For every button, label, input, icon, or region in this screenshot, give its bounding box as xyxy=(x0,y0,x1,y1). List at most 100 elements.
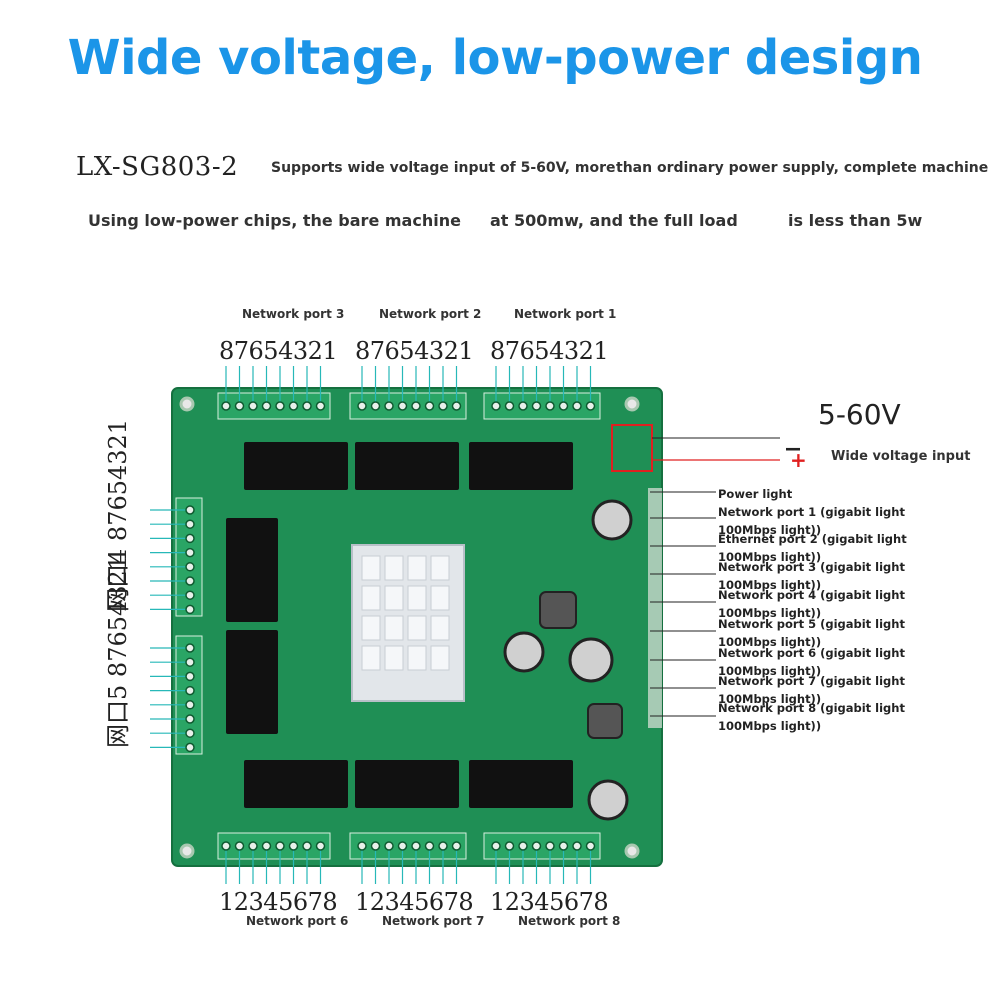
port-2-label: Network port 2 xyxy=(379,307,482,321)
pin-pad xyxy=(384,401,394,411)
pin-pad xyxy=(397,841,408,851)
description-line-2a: Using low-power chips, the bare machine xyxy=(88,211,461,230)
port-7-pins: 12345678 xyxy=(355,888,474,916)
pin-pad xyxy=(491,841,501,851)
pin-pad xyxy=(275,401,285,411)
pin-pad xyxy=(424,841,435,851)
pin-pad xyxy=(221,401,231,411)
pin-pad xyxy=(558,401,569,411)
port-2-pins: 87654321 xyxy=(355,337,474,365)
pin-pad xyxy=(185,728,195,738)
pin-pad xyxy=(185,533,195,544)
port-6-label: Network port 6 xyxy=(246,914,349,928)
pin-pad xyxy=(545,401,555,411)
voltage-range: 5-60V xyxy=(818,398,901,431)
pin-pad xyxy=(288,841,299,851)
pin-pad xyxy=(185,547,195,558)
pin-pad xyxy=(438,401,448,411)
pin-pad xyxy=(275,841,285,851)
pin-pad xyxy=(185,700,195,710)
pin-pad xyxy=(185,562,195,572)
pin-pad xyxy=(397,401,408,411)
wide-voltage-input-label: Wide voltage input xyxy=(831,449,971,464)
port-3-label: Network port 3 xyxy=(242,307,345,321)
model-number: LX-SG803-2 xyxy=(76,152,239,182)
description-line-1a: Supports wide voltage input of 5-60V, mo… xyxy=(271,160,616,176)
led-label-port-3: Network port 3 (gigabit light 100Mbps li… xyxy=(718,560,905,592)
pin-pad xyxy=(302,841,312,851)
led-label-power: Power light xyxy=(718,487,793,501)
pin-pad xyxy=(261,401,272,411)
led-strip xyxy=(648,488,662,728)
pin-pad xyxy=(451,841,462,851)
pin-pad xyxy=(518,841,528,851)
pin-pad xyxy=(585,401,596,411)
pin-pad xyxy=(248,841,258,851)
led-label-port-2: Ethernet port 2 (gigabit light 100Mbps l… xyxy=(718,532,907,564)
port-3-pins: 87654321 xyxy=(219,337,338,365)
pin-pad xyxy=(248,401,258,411)
pin-pad xyxy=(531,841,542,851)
pin-pad xyxy=(185,657,195,667)
page-title: Wide voltage, low-power design xyxy=(67,30,923,86)
pin-pad xyxy=(185,505,195,515)
port-6-pins: 12345678 xyxy=(219,888,338,916)
description-line-1b: than ordinary power supply, complete mac… xyxy=(616,160,989,176)
pin-pad xyxy=(288,401,299,411)
pin-pad xyxy=(185,643,195,653)
pin-pad xyxy=(185,604,195,615)
negative-terminal-icon: _ xyxy=(786,418,800,451)
port-1-pins: 87654321 xyxy=(490,337,609,365)
pin-pad xyxy=(518,401,528,411)
pin-pad xyxy=(504,401,515,411)
pin-pad xyxy=(370,401,381,411)
pin-pad xyxy=(261,841,272,851)
pin-pad xyxy=(491,401,501,411)
mounting-holes xyxy=(179,396,640,859)
description-line-2b: at 500mw, and the full load xyxy=(490,211,738,230)
pin-pad xyxy=(185,519,195,529)
led-label-port-8: Network port 8 (gigabit light 100Mbps li… xyxy=(718,701,905,733)
pin-pad xyxy=(504,841,515,851)
pin-pad xyxy=(221,841,231,851)
pin-pad xyxy=(234,401,245,411)
transformer-chips xyxy=(226,442,573,808)
pin-pad xyxy=(185,742,195,753)
port-8-pins: 12345678 xyxy=(490,888,609,916)
positive-terminal-icon: + xyxy=(790,448,807,472)
pin-pad xyxy=(558,841,569,851)
pin-pad xyxy=(384,841,394,851)
pin-pad xyxy=(438,841,448,851)
pin-pad xyxy=(185,685,195,696)
pin-pad xyxy=(185,576,195,586)
pin-pad xyxy=(357,401,367,411)
led-label-port-4: Network port 4 (gigabit light 100Mbps li… xyxy=(718,588,905,620)
pin-pad xyxy=(531,401,542,411)
led-label-port-6: Network port 6 (gigabit light 100Mbps li… xyxy=(718,646,905,678)
port-5-label: 网口5 87654321 xyxy=(104,554,132,748)
top-connectors xyxy=(217,392,601,420)
pin-pad xyxy=(545,841,555,851)
pin-pad xyxy=(185,671,195,682)
pin-pad xyxy=(315,841,326,851)
pin-pad xyxy=(302,401,312,411)
led-label-port-7: Network port 7 (gigabit light 100Mbps li… xyxy=(718,674,905,706)
port-8-label: Network port 8 xyxy=(518,914,621,928)
pin-pad xyxy=(411,401,421,411)
led-label-port-5: Network port 5 (gigabit light 100Mbps li… xyxy=(718,617,905,649)
pin-pad xyxy=(411,841,421,851)
port-7-label: Network port 7 xyxy=(382,914,485,928)
pin-pad xyxy=(234,841,245,851)
inductors xyxy=(539,591,623,739)
pin-pad xyxy=(185,590,195,600)
description-line-2c: is less than 5w xyxy=(788,211,923,230)
led-pointers xyxy=(650,491,716,717)
pin-pad xyxy=(357,841,367,851)
pin-pad xyxy=(185,714,195,724)
pin-pad xyxy=(370,841,381,851)
pin-pad xyxy=(451,401,462,411)
pin-pad xyxy=(585,841,596,851)
pin-pad xyxy=(315,401,326,411)
